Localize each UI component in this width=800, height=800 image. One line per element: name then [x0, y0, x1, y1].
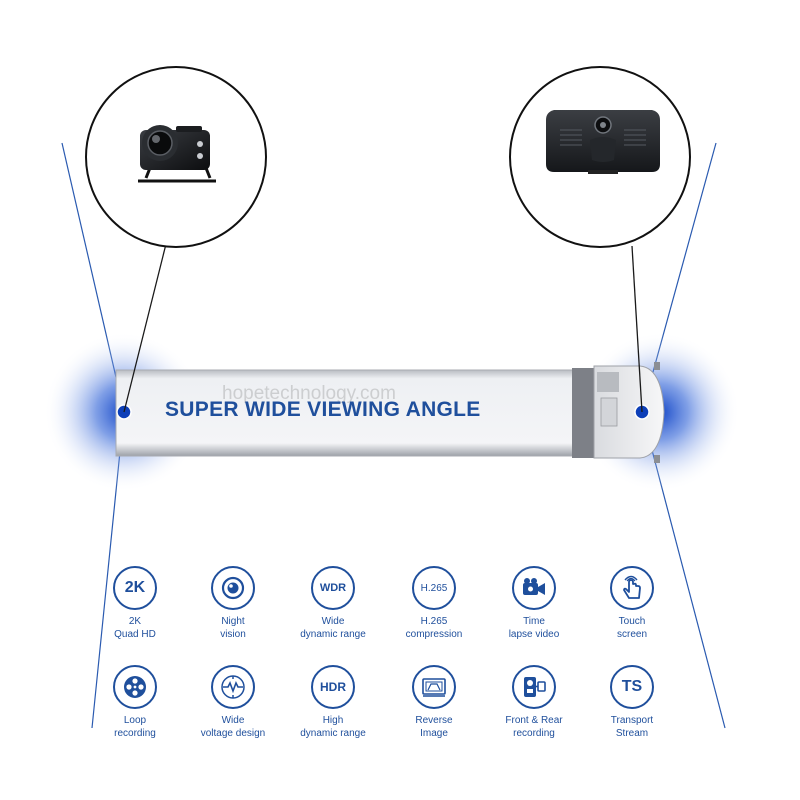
label-line1: Front & Rear: [505, 715, 563, 726]
label-line1: Loop: [123, 715, 147, 726]
mirror-right: [654, 455, 660, 463]
label-line1: Touch: [618, 616, 646, 627]
label-line1: Wide: [321, 616, 345, 627]
label-line2: Image: [420, 727, 448, 739]
front-callout-leader: [631, 245, 643, 413]
wdr-badge-icon: WDR: [311, 566, 355, 610]
label-line1: High: [322, 715, 344, 726]
reverse-image-icon: [412, 665, 456, 709]
badge-text: 2K: [124, 579, 146, 596]
label-line1: 2K: [128, 616, 142, 627]
label-line2: recording: [513, 727, 555, 739]
headline: SUPER WIDE VIEWING ANGLE: [165, 398, 481, 421]
watermark-text: hopetechnology.com: [222, 383, 396, 404]
badge-text: WDR: [319, 582, 347, 594]
rear-camera-icon: [138, 125, 216, 183]
label-line2: dynamic range: [300, 628, 366, 640]
cab-roof-panel: [600, 397, 618, 427]
touch-hand-icon: [610, 566, 654, 610]
label-line2: voltage design: [200, 727, 266, 739]
mirror-left: [654, 362, 660, 370]
dash-monitor-icon: [546, 110, 660, 174]
badge-text: HDR: [320, 680, 346, 694]
badge-text: H.265: [420, 582, 448, 594]
ts-badge-icon: TS: [610, 665, 654, 709]
truck-top-view: [115, 362, 665, 463]
rear-callout-leader: [123, 243, 167, 413]
2k-badge-icon: 2K: [113, 566, 157, 610]
video-camera-icon: [512, 566, 556, 610]
h265-badge-icon: H.265: [412, 566, 456, 610]
label-line2: recording: [114, 727, 156, 739]
voltage-wave-icon: [211, 665, 255, 709]
label-line2: vision: [220, 628, 246, 640]
trailer-body: [115, 369, 579, 457]
label-line2: screen: [616, 628, 647, 640]
label-line2: lapse video: [508, 628, 560, 640]
hdr-badge-icon: HDR: [311, 665, 355, 709]
label-line1: H.265: [420, 616, 448, 627]
dual-camera-icon: [512, 665, 556, 709]
label-line1: Wide: [221, 715, 245, 726]
cab-window: [597, 372, 619, 392]
rear-camera-callout: [85, 66, 267, 248]
label-line2: Stream: [615, 727, 649, 739]
label-line1: Transport: [610, 715, 654, 726]
label-line1: Night: [221, 616, 245, 627]
cab-connector: [572, 368, 594, 458]
label-line1: Reverse: [415, 715, 453, 726]
loop-reel-icon: [113, 665, 157, 709]
label-line2: compression: [405, 628, 463, 640]
label-line2: Quad HD: [114, 628, 156, 640]
label-line1: Time: [523, 616, 545, 627]
front-monitor-callout: [509, 66, 691, 248]
label-line2: dynamic range: [300, 727, 366, 739]
night-lens-icon: [211, 566, 255, 610]
badge-text: TS: [621, 678, 643, 695]
